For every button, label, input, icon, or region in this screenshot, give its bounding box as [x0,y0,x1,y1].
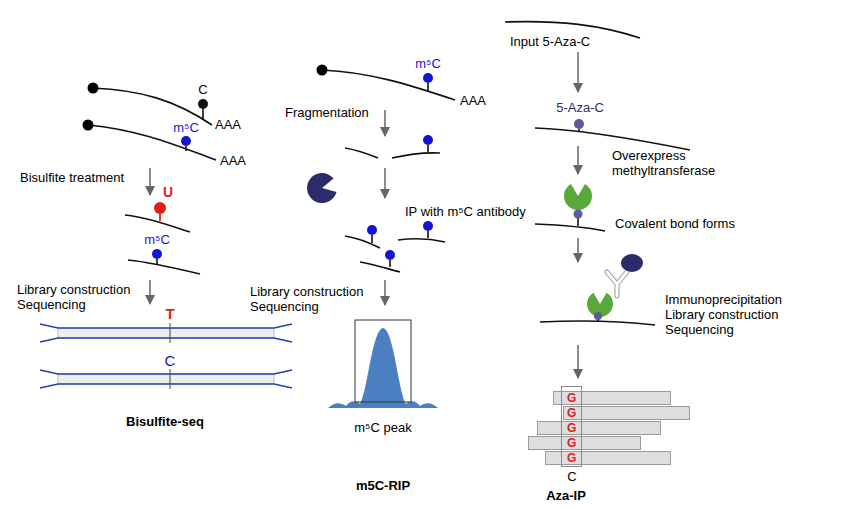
step-label: C [165,352,176,369]
cap-dot [88,83,99,94]
aza-dot [574,210,583,219]
site-marker [170,369,171,389]
step-label: T [165,305,174,322]
stem [202,109,204,120]
step-label: Fragmentation [285,105,369,120]
step-label: IP with m⁵C antibody [405,204,526,219]
reference-strand [40,324,292,342]
step-label: Covalent bond forms [615,216,735,231]
stem [185,146,187,151]
step-label: AAA [220,153,246,168]
step-label: Aza-IP [546,488,586,503]
stem [578,129,580,131]
rna-fragment [398,239,445,242]
base-letter: G [567,437,576,449]
m5c-dot [367,225,377,235]
step-label: Bisulfite-seq [126,414,204,429]
sequencing-read: G [545,451,671,465]
site-column [562,387,582,467]
aligned-read [58,328,274,338]
m5c-dot [152,249,162,259]
step-label: Library construction Sequencing [250,284,390,314]
step-label: Bisulfite treatment [20,170,124,185]
stem [371,235,373,243]
step-label: Overexpress methyltransferase [612,148,732,178]
rna-fragment [125,215,190,232]
cap-dot [83,120,94,131]
step-arrow [149,280,151,304]
rna-fragment [392,153,440,158]
step-arrow [384,168,386,198]
rna-strand [535,128,690,150]
step-label: U [163,184,173,200]
rna-fragment [128,260,200,274]
step-arrow [577,146,579,174]
cap-dot [317,65,328,76]
m5c-dot [423,135,433,145]
step-label: C [198,82,207,97]
site-marker [170,323,171,343]
step-arrow [384,110,386,136]
rna-strand [535,224,605,231]
step-arrow [577,52,579,92]
step-arrow [384,280,386,305]
aza-dot [594,312,602,320]
reference-strand [40,370,292,388]
rna-fragment [345,236,380,248]
step-label: Immunoprecipitation Library construction… [665,292,810,337]
sequencing-read: G [537,421,661,435]
stem [577,218,579,226]
stem [427,145,429,152]
aligned-read [58,374,274,384]
antibody-bead [621,254,643,272]
rna-fragment [360,262,400,272]
aza-dot [574,119,584,129]
step-label: AAA [215,117,241,132]
step-label: 5-Aza-C [556,100,604,115]
base-letter: G [567,452,576,464]
step-label: AAA [460,93,486,108]
base-letter: G [567,422,576,434]
antibody-outline [607,272,627,296]
peak-box [355,320,411,402]
step-arrow [149,168,151,195]
step-arrow [577,238,579,262]
step-label: m⁵C [415,56,441,71]
stem [389,260,391,267]
step-label: C [567,469,576,484]
methyltransferase [564,184,592,210]
rna-strand [93,88,212,125]
rna-strand [322,70,455,100]
m5c-dot [423,73,433,83]
step-label: m⁵C [144,232,170,247]
uracil-dot [154,202,166,214]
step-label: m⁵C [173,120,199,135]
signal-peak [328,328,438,408]
sequencing-read: G [563,406,690,420]
cytosine-dot [198,99,208,109]
stem [156,259,158,264]
step-arrow [577,345,579,378]
m5c-dot [423,221,433,231]
step-label: Library construction Sequencing [17,282,157,312]
stem [159,214,161,221]
stem [427,83,429,91]
sequencing-read: G [553,391,671,405]
antibody [607,272,627,296]
base-letter: G [567,407,576,419]
m5c-dot [181,136,191,146]
stem [427,231,429,238]
rna-fragment [345,148,378,158]
step-label: Input 5-Aza-C [510,34,590,49]
m5c-dot [385,250,395,260]
base-letter: G [567,392,576,404]
sequencing-read: G [528,436,641,450]
rna-strands [322,70,455,272]
step-label: m⁵C peak [354,420,411,435]
antibody [307,173,336,203]
step-label: m5C-RIP [356,478,410,493]
